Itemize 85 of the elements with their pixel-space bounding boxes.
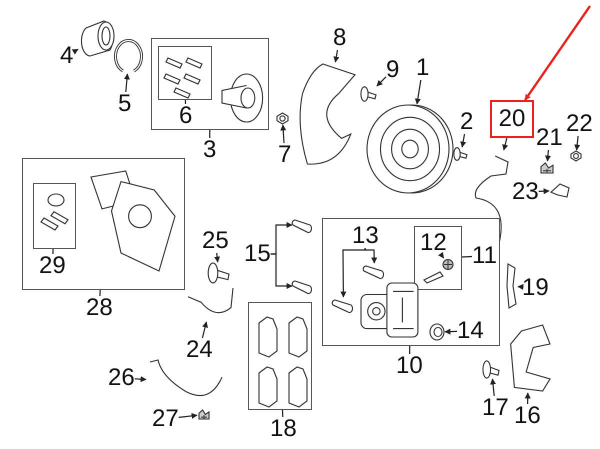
leader-line xyxy=(364,248,378,264)
callout-number: 3 xyxy=(203,138,216,162)
bolt-drawing xyxy=(482,360,501,379)
leader-line xyxy=(414,80,422,105)
leader-line xyxy=(124,73,130,92)
callout-number: 15 xyxy=(244,242,271,266)
spring-clip-drawing xyxy=(504,262,518,310)
leader-line xyxy=(184,100,186,104)
callout-number: 23 xyxy=(512,180,539,204)
callout-number: 29 xyxy=(39,254,66,278)
bolt-drawing xyxy=(453,147,469,161)
callout-number: 22 xyxy=(566,112,593,136)
leader-line xyxy=(134,376,147,382)
leader-line xyxy=(438,252,444,258)
leader-line xyxy=(178,412,198,419)
guide-pin-drawing xyxy=(292,217,314,233)
group-frame xyxy=(22,158,185,290)
leader-line xyxy=(517,284,524,290)
clip-drawing xyxy=(539,161,555,175)
bolt-drawing xyxy=(360,86,378,102)
callout-number: 24 xyxy=(186,338,213,362)
group-frame xyxy=(322,218,500,346)
snap-ring-drawing xyxy=(114,38,144,74)
pointer-arrow xyxy=(524,5,591,101)
screw-drawing xyxy=(570,150,582,162)
callout-number: 26 xyxy=(108,366,135,390)
guide-pin-drawing xyxy=(363,263,386,279)
guide-pin-drawing xyxy=(292,278,314,294)
callout-number: 25 xyxy=(202,229,229,253)
leader-line xyxy=(574,136,580,151)
callout-number: 9 xyxy=(386,58,400,82)
callout-number: 18 xyxy=(270,417,297,441)
callout-number: 2 xyxy=(460,110,474,134)
leader-line xyxy=(209,130,210,138)
leader-line xyxy=(202,321,208,338)
leader-line xyxy=(270,253,293,289)
callout-number: 11 xyxy=(472,244,497,268)
clip-drawing xyxy=(197,408,211,421)
callout-number: 16 xyxy=(514,404,541,428)
leader-line xyxy=(444,328,458,335)
callout-number: 13 xyxy=(352,224,379,248)
group-frame xyxy=(248,302,312,410)
callout-number: 21 xyxy=(536,126,563,150)
callout-number: 6 xyxy=(179,104,192,128)
leader-line xyxy=(524,392,531,404)
callout-number: 7 xyxy=(278,143,292,167)
leader-line xyxy=(99,290,101,296)
callout-number: 5 xyxy=(118,92,132,116)
connector-bracket-drawing xyxy=(549,182,571,199)
leader-line xyxy=(409,346,410,354)
callout-number: 8 xyxy=(333,26,346,50)
callout-number: 14 xyxy=(457,319,484,343)
callout-number: 10 xyxy=(396,354,423,378)
callout-number: 27 xyxy=(152,407,179,431)
group-frame xyxy=(414,226,462,290)
dust-cap-drawing xyxy=(442,258,454,271)
leader-line xyxy=(282,410,284,418)
highlight-box: 20 xyxy=(490,100,534,138)
seal-drawing xyxy=(429,323,445,341)
nut-drawing xyxy=(276,112,289,125)
leader-line xyxy=(280,124,286,144)
callout-number: 1 xyxy=(416,56,430,80)
callout-number: 28 xyxy=(86,296,113,320)
callout-number: 4 xyxy=(60,44,74,68)
guide-pin-drawing xyxy=(332,297,355,313)
leader-line xyxy=(544,150,551,162)
leader-line xyxy=(72,48,79,55)
wheel-bearing-drawing xyxy=(78,18,116,58)
leader-line xyxy=(333,50,340,63)
leader-line xyxy=(52,248,54,254)
callout-number: 17 xyxy=(482,396,509,420)
leader-line xyxy=(462,256,472,258)
group-frame xyxy=(151,38,269,130)
leader-line xyxy=(460,134,466,148)
leader-line xyxy=(340,248,366,298)
callout-number: 19 xyxy=(522,276,549,300)
leader-line xyxy=(538,188,550,194)
callout-number: 12 xyxy=(420,231,447,255)
leader-line xyxy=(502,138,508,151)
leader-line xyxy=(214,252,220,263)
leader-line xyxy=(376,76,386,86)
brake-disc-drawing xyxy=(366,104,454,194)
leader-line xyxy=(490,378,496,396)
group-frame xyxy=(33,183,76,249)
bolt-drawing xyxy=(207,262,231,284)
